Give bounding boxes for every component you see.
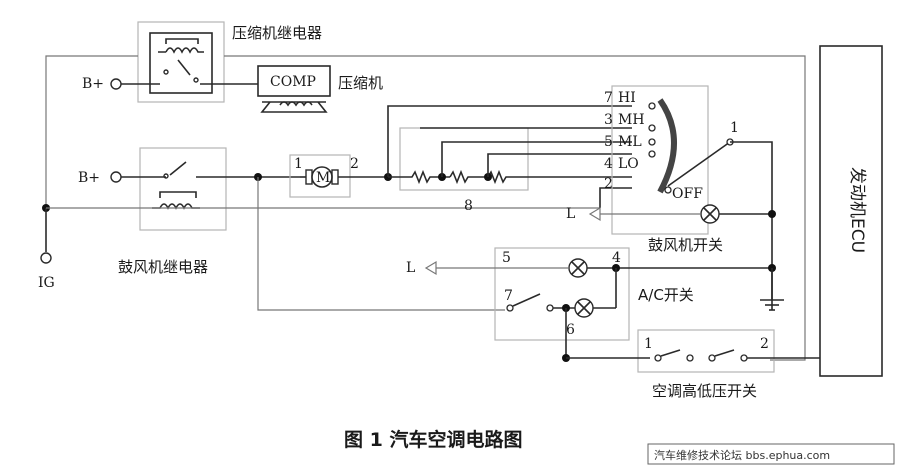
svg-text:B+: B+ — [82, 76, 104, 92]
ground-symbol — [760, 268, 784, 311]
ac-switch-label: A/C开关 — [638, 286, 694, 304]
blower-relay — [139, 147, 227, 231]
svg-text:MH: MH — [618, 112, 645, 128]
blower-relay-label: 鼓风机继电器 — [118, 258, 208, 276]
svg-text:4: 4 — [604, 156, 613, 172]
blower-switch[interactable]: 7 HI 3 MH 5 ML 4 LO 2 1 OFF — [604, 85, 739, 235]
svg-text:3: 3 — [604, 112, 613, 128]
svg-text:1: 1 — [730, 120, 739, 136]
ig-terminal: IG — [38, 204, 55, 291]
svg-text:1: 1 — [294, 156, 303, 172]
svg-text:7: 7 — [604, 90, 613, 106]
l-bottom: L — [406, 260, 415, 276]
blower-motor: 1 2 M — [289, 154, 388, 198]
l-top-line: L — [566, 204, 776, 224]
svg-text:1: 1 — [644, 336, 653, 352]
pressure-switch-label: 空调高低压开关 — [652, 382, 757, 400]
ac-switch[interactable]: 5 4 7 6 L — [406, 247, 776, 362]
bplus-top-terminal: B+ — [82, 76, 258, 92]
svg-text:L: L — [566, 206, 575, 222]
svg-text:2: 2 — [350, 156, 359, 172]
engine-ecu: 发动机ECU — [819, 45, 883, 377]
svg-text:6: 6 — [566, 322, 575, 338]
resistor-pin-8: 8 — [464, 198, 473, 214]
svg-text:ML: ML — [618, 134, 642, 150]
svg-text:7: 7 — [504, 288, 513, 304]
svg-text:HI: HI — [618, 90, 636, 106]
figure-caption: 图 1 汽车空调电路图 — [344, 428, 522, 451]
compressor-unit: COMP — [257, 65, 331, 113]
svg-text:2: 2 — [604, 176, 613, 192]
blower-switch-label: 鼓风机开关 — [648, 236, 723, 254]
compressor-relay-label: 压缩机继电器 — [232, 24, 322, 42]
svg-text:5: 5 — [604, 134, 613, 150]
svg-text:OFF: OFF — [672, 186, 703, 202]
svg-text:2: 2 — [760, 336, 769, 352]
compressor-label: 压缩机 — [338, 74, 383, 92]
svg-text:IG: IG — [38, 275, 55, 291]
svg-text:汽车维修技术论坛 bbs.ephua.com: 汽车维修技术论坛 bbs.ephua.com — [654, 448, 830, 462]
svg-text:5: 5 — [502, 250, 511, 266]
pressure-switch[interactable]: 1 2 — [566, 329, 820, 373]
svg-text:发动机ECU: 发动机ECU — [847, 167, 867, 253]
compressor-relay — [137, 21, 225, 103]
motor-m-label: M — [316, 170, 330, 186]
svg-text:B+: B+ — [78, 170, 100, 186]
bplus-mid-terminal: B+ — [78, 170, 166, 186]
blower-resistor: 8 — [384, 127, 600, 214]
svg-text:LO: LO — [618, 156, 639, 172]
watermark: 汽车维修技术论坛 bbs.ephua.com — [647, 443, 895, 465]
svg-text:4: 4 — [612, 250, 621, 266]
comp-label: COMP — [270, 74, 316, 90]
